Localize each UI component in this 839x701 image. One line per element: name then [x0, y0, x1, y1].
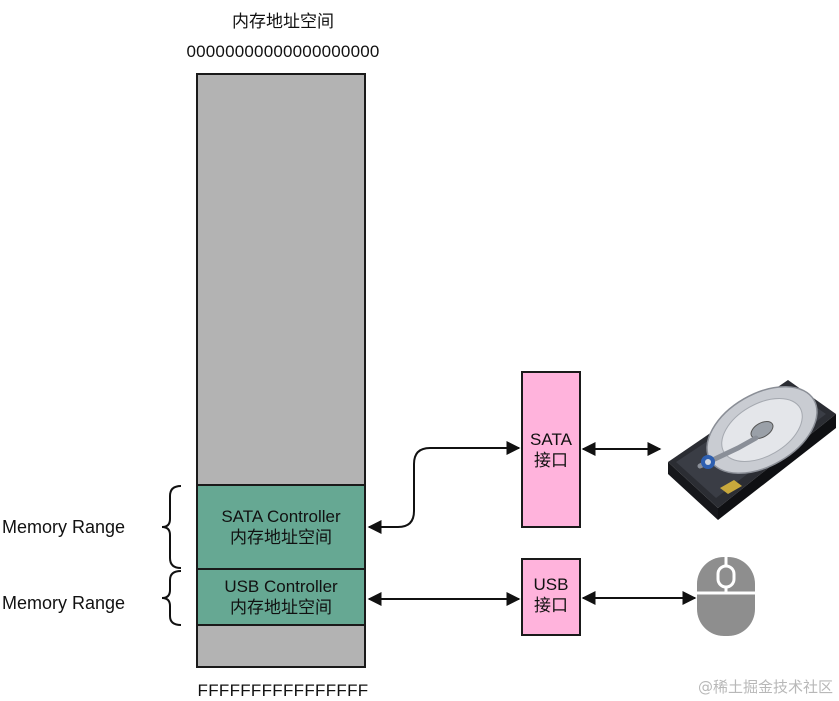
usb-controller-name: USB Controller [224, 577, 338, 596]
sata-port-block: SATA 接口 [521, 371, 581, 528]
usb-port-block: USB 接口 [521, 558, 581, 636]
sata-controller-to-port-arrow [367, 441, 521, 534]
diagram-title: 内存地址空间 [232, 12, 334, 31]
address-start-label: 00000000000000000000 [186, 42, 380, 61]
usb-port-sub: 接口 [534, 596, 568, 615]
usb-controller-sub: 内存地址空间 [230, 598, 332, 617]
sata-port-sub: 接口 [534, 450, 568, 470]
sata-controller-block: SATA Controller 内存地址空间 [196, 484, 366, 570]
hard-disk-icon [668, 380, 836, 520]
usb-controller-block: USB Controller 内存地址空间 [196, 568, 366, 626]
sata-controller-name: SATA Controller [221, 507, 341, 526]
address-end-label: FFFFFFFFFFFFFFFF [197, 681, 369, 700]
memory-range-label-usb: Memory Range [2, 593, 126, 613]
sata-controller-sub: 内存地址空间 [230, 528, 332, 547]
memory-range-label-sata: Memory Range [2, 517, 126, 537]
memory-range-brace-usb [161, 570, 182, 626]
watermark-text: @稀土掘金技术社区 [697, 678, 833, 696]
memory-range-brace-sata [161, 485, 182, 569]
mouse-icon [697, 557, 755, 636]
usb-port-name: USB [533, 575, 569, 594]
sata-port-name: SATA [530, 429, 572, 449]
